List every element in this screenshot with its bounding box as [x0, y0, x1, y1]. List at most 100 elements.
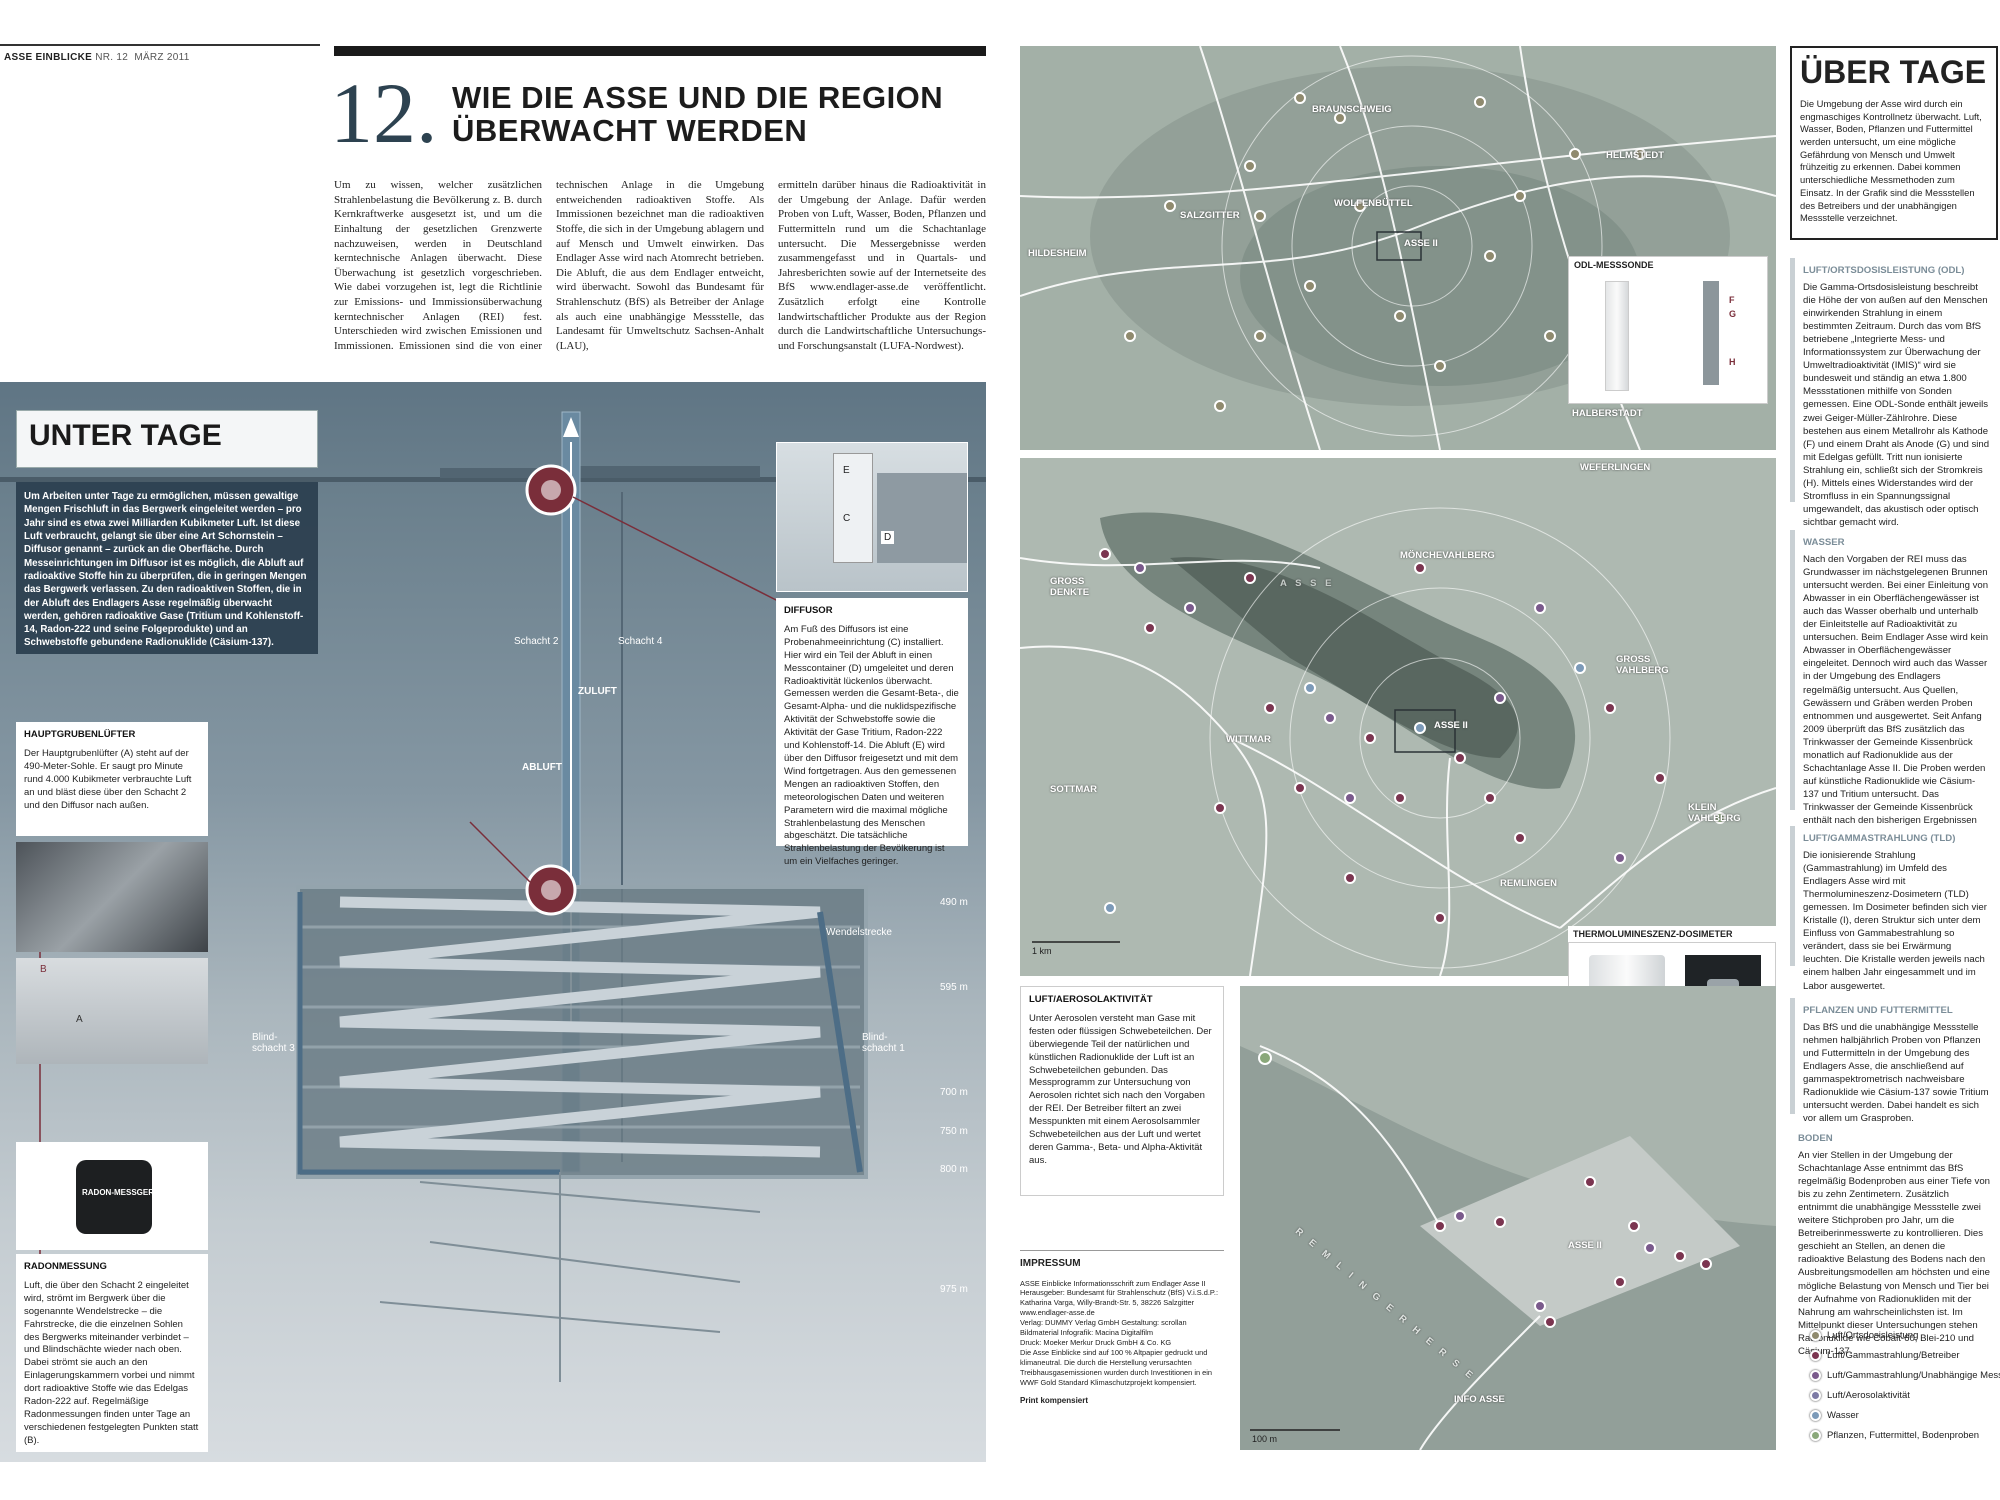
diffusor-text: Am Fuß des Diffusors ist eine Probenahme… — [784, 623, 959, 868]
label-d: D — [881, 531, 895, 544]
hauptgrubenluefter-text: Der Hauptgrubenlüfter (A) steht auf der … — [24, 747, 192, 811]
ridge-asse: A S S E — [1280, 578, 1335, 589]
sidebar-wasser: WASSER Nach den Vorgaben der REI muss da… — [1790, 530, 1998, 852]
diffusor-title: DIFFUSOR — [784, 605, 833, 616]
label-wendelstrecke: Wendelstrecke — [826, 927, 892, 938]
chapter-number: 12. — [330, 65, 438, 161]
legend-dot-icon — [1810, 1430, 1821, 1441]
town-asse-ii-mid: ASSE II — [1434, 720, 1468, 731]
sidebar-odl: LUFT/ORTSDOSISLEISTUNG (ODL) Die Gamma-O… — [1790, 258, 1998, 528]
town-wolfenbuettel: WOLFENBÜTTEL — [1334, 198, 1413, 209]
diffusor-photo: E C D — [776, 442, 968, 592]
label-g: G — [1729, 309, 1737, 319]
town-wittmar: WITTMAR — [1226, 734, 1271, 745]
impressum-line: ASSE Einblicke Informationsschrift zum E… — [1020, 1278, 1206, 1288]
legend-dot-icon — [1810, 1350, 1821, 1361]
legend-label: Wasser — [1827, 1410, 1859, 1421]
label-c: C — [843, 513, 851, 524]
label-zuluft: ZULUFT — [578, 686, 617, 697]
radonmessung-title: RADONMESSUNG — [24, 1261, 107, 1272]
legend-item: Wasser — [1810, 1410, 1859, 1421]
town-moenchevahlberg: MÖNCHEVAHLBERG — [1400, 550, 1495, 561]
intro-text: Um zu wissen, welcher zusätzlichen Strah… — [334, 178, 986, 354]
ueber-tage-title: ÜBER TAGE — [1800, 54, 1987, 90]
unter-tage-text: Um Arbeiten unter Tage zu ermöglichen, m… — [16, 482, 318, 654]
print-kompensiert-logo: Print kompensiert — [1020, 1396, 1089, 1406]
map-asse: WEFERLINGEN MÖNCHEVAHLBERG GROSS DENKTE … — [1020, 458, 1776, 976]
sidebar-tld: LUFT/GAMMASTRAHLUNG (TLD) Die ionisieren… — [1790, 826, 1998, 992]
sidebar-tld-title: LUFT/GAMMASTRAHLUNG (TLD) — [1803, 833, 1956, 844]
legend-item: Luft/Aerosolaktivität — [1810, 1390, 1910, 1401]
legend-dot-icon — [1810, 1370, 1821, 1381]
town-hildesheim: HILDESHEIM — [1028, 248, 1087, 259]
unter-tage-illustration: UNTER TAGE Um Arbeiten unter Tage zu erm… — [0, 382, 986, 1462]
town-gross-vahlberg: GROSS VAHLBERG — [1616, 654, 1669, 676]
aerosol-box: LUFT/AEROSOLAKTIVITÄT Unter Aerosolen ve… — [1020, 986, 1224, 1196]
town-braunschweig: BRAUNSCHWEIG — [1312, 104, 1392, 115]
sidebar-pflanzen: PFLANZEN UND FUTTERMITTEL Das BfS und di… — [1790, 998, 1998, 1124]
label-a: A — [76, 1014, 83, 1025]
legend-item: Luft/Gammastrahlung/Betreiber — [1810, 1350, 1960, 1361]
town-info-asse: INFO ASSE — [1454, 1394, 1505, 1405]
sidebar-pflanzen-title: PFLANZEN UND FUTTERMITTEL — [1803, 1005, 1953, 1016]
sidebar-boden: BODEN An vier Stellen in der Umgebung de… — [1790, 1126, 1998, 1357]
impressum-line: Verlag: DUMMY Verlag GmbH Gestaltung: sc… — [1020, 1318, 1187, 1328]
page-title: WIE DIE ASSE UND DIE REGION ÜBERWACHT WE… — [452, 80, 944, 148]
radon-device-label: RADON-MESSGERÄT — [82, 1188, 165, 1197]
diffusor-tower — [833, 453, 873, 563]
sidebar-boden-text: An vier Stellen in der Umgebung der Scha… — [1798, 1150, 1991, 1357]
title-line-1: WIE DIE ASSE UND DIE REGION — [452, 80, 944, 115]
label-blindschacht-1: Blind- schacht 1 — [862, 1032, 905, 1054]
unter-tage-title: UNTER TAGE — [16, 410, 318, 468]
hauptgrubenluefter-box: HAUPTGRUBENLÜFTER Der Hauptgrubenlüfter … — [16, 722, 208, 836]
depth-750: 750 m — [940, 1126, 968, 1137]
depth-490: 490 m — [940, 897, 968, 908]
odl-probe-drawing — [1703, 281, 1719, 385]
radon-device-photo: RADON-MESSGERÄT — [16, 1142, 208, 1250]
aerosol-text: Unter Aerosolen versteht man Gase mit fe… — [1029, 1012, 1212, 1166]
map-region: BRAUNSCHWEIG HELMSTEDT SALZGITTER WOLFEN… — [1020, 46, 1776, 450]
odl-probe-box: ODL-MESSSONDE F G H — [1568, 256, 1768, 404]
legend-dot-icon — [1810, 1330, 1821, 1341]
town-halberstadt: HALBERSTADT — [1572, 408, 1643, 419]
label-b: B — [40, 964, 47, 975]
legend-dot-icon — [1810, 1410, 1821, 1421]
ueber-tage-text: Die Umgebung der Asse wird durch ein eng… — [1800, 98, 1982, 224]
title-line-2: ÜBERWACHT WERDEN — [452, 112, 808, 148]
ueber-tage-box: ÜBER TAGE Die Umgebung der Asse wird dur… — [1790, 46, 1998, 240]
radonmessung-text: Luft, die über den Schacht 2 eingeleitet… — [24, 1279, 199, 1446]
radonmessung-box: RADONMESSUNG Luft, die über den Schacht … — [16, 1254, 208, 1452]
town-asse-ii-bottom: ASSE II — [1568, 1240, 1602, 1251]
intro-col-1: Um zu wissen, welcher zusätzlichen Strah… — [334, 179, 542, 352]
sidebar-wasser-text: Nach den Vorgaben der REI muss das Grund… — [1803, 554, 1989, 852]
town-asse-ii-top: ASSE II — [1404, 238, 1438, 249]
sidebar-wasser-title: WASSER — [1803, 537, 1845, 548]
label-e: E — [843, 465, 850, 476]
label-schacht-4: Schacht 4 — [618, 636, 663, 647]
town-klein-vahlberg: KLEIN VAHLBERG — [1688, 802, 1741, 824]
header-rule — [0, 44, 320, 46]
sidebar-odl-title: LUFT/ORTSDOSISLEISTUNG (ODL) — [1803, 265, 1965, 276]
depth-595: 595 m — [940, 982, 968, 993]
intro-col-2: technischen Anlage in die Umgebung entwe… — [556, 179, 764, 352]
town-salzgitter: SALZGITTER — [1180, 210, 1240, 221]
brand-name: ASSE EINBLICKE — [4, 52, 93, 63]
tld-title: THERMOLUMINESZENZ-DOSIMETER — [1573, 929, 1733, 939]
sidebar-boden-title: BODEN — [1798, 1133, 1833, 1144]
sidebar-odl-text: Die Gamma-Ortsdosisleistung beschreibt d… — [1803, 282, 1990, 528]
radon-device — [76, 1160, 152, 1234]
town-helmstedt: HELMSTEDT — [1606, 150, 1665, 161]
issue-number: NR. 12 — [95, 52, 129, 63]
impressum-line: Die Asse Einblicke sind auf 100 % Altpap… — [1020, 1348, 1212, 1388]
label-f: F — [1729, 295, 1735, 305]
label-schacht-2: Schacht 2 — [514, 636, 559, 647]
odl-probe-photo — [1605, 281, 1629, 391]
town-gross-denkte: GROSS DENKTE — [1050, 576, 1090, 598]
scale-1km: 1 km — [1032, 946, 1052, 956]
radon-point-photo: B A — [16, 958, 208, 1064]
legend-item: Pflanzen, Futtermittel, Bodenproben — [1810, 1430, 1979, 1441]
diffusor-box: DIFFUSOR Am Fuß des Diffusors ist eine P… — [776, 598, 968, 867]
label-abluft: ABLUFT — [522, 762, 562, 773]
town-weferlingen: WEFERLINGEN — [1580, 462, 1651, 473]
town-remlingen: REMLINGEN — [1500, 878, 1557, 889]
